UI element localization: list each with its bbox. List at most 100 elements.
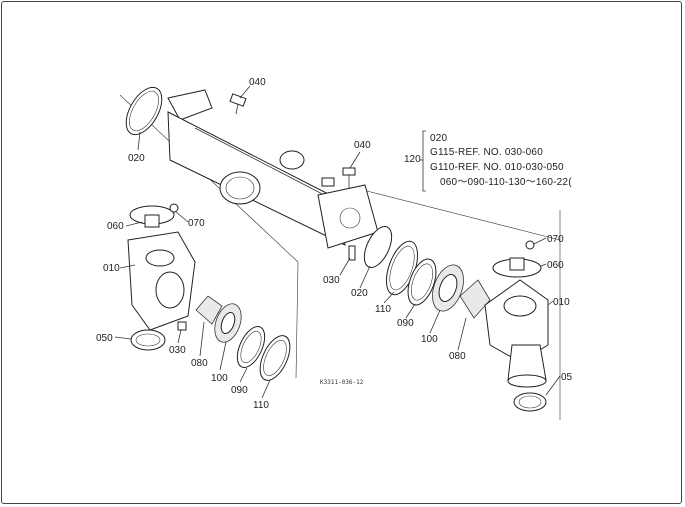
leader-030-left — [177, 329, 182, 344]
note-index-120: 120 — [404, 154, 421, 165]
callout-040-mid: 040 — [354, 140, 371, 151]
bolt-040-mid — [342, 167, 356, 188]
ring-110-left — [259, 335, 291, 381]
note-clip-mask — [572, 125, 582, 195]
leader-040-top — [239, 85, 251, 99]
leader-040-mid — [349, 151, 361, 169]
callout-110-left: 110 — [253, 400, 269, 411]
bearing-100-mid-bore — [438, 274, 458, 302]
ring-110-left-inner — [263, 340, 287, 376]
callout-labels: 040 020 040 060 070 010 050 030 080 100 … — [96, 77, 573, 411]
tube-boss-lower-inner — [225, 176, 255, 200]
seal-050-left — [130, 329, 166, 351]
case-left-side-bore — [155, 271, 185, 309]
leader-020-left — [137, 131, 141, 151]
ring-090-left-inner — [240, 330, 262, 364]
ring-090-left — [236, 326, 266, 368]
note-line-4: 060～090-110-130～160-22( — [440, 177, 572, 188]
leader-100-left — [219, 341, 227, 371]
leader-lines — [114, 85, 561, 399]
leader-110-left — [261, 379, 271, 399]
leader-060-left — [125, 221, 143, 227]
o-ring-020-left — [125, 86, 163, 136]
leader-070-left — [175, 211, 189, 223]
seal-050-left-inner — [135, 333, 161, 347]
bolt-040-top-head — [229, 93, 247, 107]
callout-020-mid: 020 — [351, 288, 368, 299]
leader-100-mid — [429, 309, 441, 334]
pin-030-left — [177, 321, 187, 331]
bolt-040-top-shank — [235, 103, 239, 115]
ring-090-mid-inner — [411, 263, 433, 301]
callout-060-right: 060 — [547, 260, 564, 271]
callout-070-right: 070 — [547, 234, 564, 245]
tube-boss-upper — [279, 150, 305, 170]
tube-flange-bore — [339, 207, 361, 229]
tube-case — [167, 89, 379, 249]
ring-110-mid-inner — [389, 245, 415, 291]
note-bracket — [420, 130, 426, 192]
drawing-reference-code: K3311-036-12 — [320, 379, 364, 386]
bolt-040-top — [229, 93, 247, 115]
callout-080-left: 080 — [191, 358, 208, 369]
gear-case-010-left — [127, 203, 196, 331]
callout-100-left: 100 — [211, 373, 228, 384]
plug-small — [321, 177, 335, 187]
case-right-cap-stem — [509, 257, 525, 271]
bolt-070-left — [169, 203, 179, 213]
callout-040-top: 040 — [249, 77, 266, 88]
bolt-070-right — [525, 240, 535, 250]
callout-050-left: 050 — [96, 333, 113, 344]
callout-010-left: 010 — [103, 263, 120, 274]
callout-010-right: 010 — [553, 297, 570, 308]
case-left-cap-stem — [144, 214, 160, 228]
leader-050-left — [114, 336, 132, 340]
bolt-040-mid-head — [342, 167, 356, 176]
reference-note-group: 120 020 G115-REF. NO. 030-060 G110-REF. … — [404, 130, 572, 192]
tube-flange-left — [167, 89, 213, 121]
gear-case-010-right — [484, 240, 549, 388]
case-left-top-bore — [145, 249, 175, 267]
callout-030-mid: 030 — [323, 275, 340, 286]
leader-080-right — [457, 317, 467, 351]
bearing-100-left-bore — [220, 311, 236, 335]
leader-050-right — [545, 375, 561, 396]
leader-020-mid — [359, 265, 371, 289]
leader-090-left — [239, 367, 248, 383]
ring-090-mid — [407, 258, 437, 306]
callout-050-right: 05 — [561, 372, 573, 383]
bevel-gear-080-right — [459, 279, 491, 319]
note-line-1: 020 — [430, 133, 448, 144]
callout-030-left: 030 — [169, 345, 186, 356]
leader-010-left — [119, 264, 136, 269]
callout-100-mid: 100 — [421, 334, 438, 345]
o-ring-020-left-inner — [129, 90, 159, 132]
note-line-2: G115-REF. NO. 030-060 — [430, 147, 543, 158]
callout-090-left: 090 — [231, 385, 248, 396]
callout-020-left: 020 — [128, 153, 145, 164]
case-right-neck-end — [507, 374, 547, 388]
leader-070-right — [533, 237, 547, 245]
note-line-3: G110-REF. NO. 010-030-050 — [430, 162, 564, 173]
seal-050-right — [513, 392, 547, 412]
leader-110-mid — [383, 291, 395, 304]
callout-070-left: 070 — [188, 218, 205, 229]
callout-060-left: 060 — [107, 221, 124, 232]
leader-080-left — [199, 321, 205, 357]
tube-flange-right — [317, 184, 379, 249]
bevel-gear-080-left — [195, 295, 223, 325]
tube-highlight — [194, 127, 331, 199]
leader-010-right — [547, 300, 554, 306]
guide-line-shaft — [354, 187, 561, 241]
leader-060-right — [540, 263, 547, 267]
callout-110-mid: 110 — [375, 304, 391, 315]
case-right-bore — [503, 295, 537, 317]
callout-090-mid: 090 — [397, 318, 414, 329]
seal-050-right-inner — [518, 395, 542, 409]
leader-030-mid — [339, 257, 351, 276]
guide-line-left-vertical — [295, 261, 299, 379]
o-ring-020-mid — [363, 226, 393, 268]
callout-080-right: 080 — [449, 351, 466, 362]
